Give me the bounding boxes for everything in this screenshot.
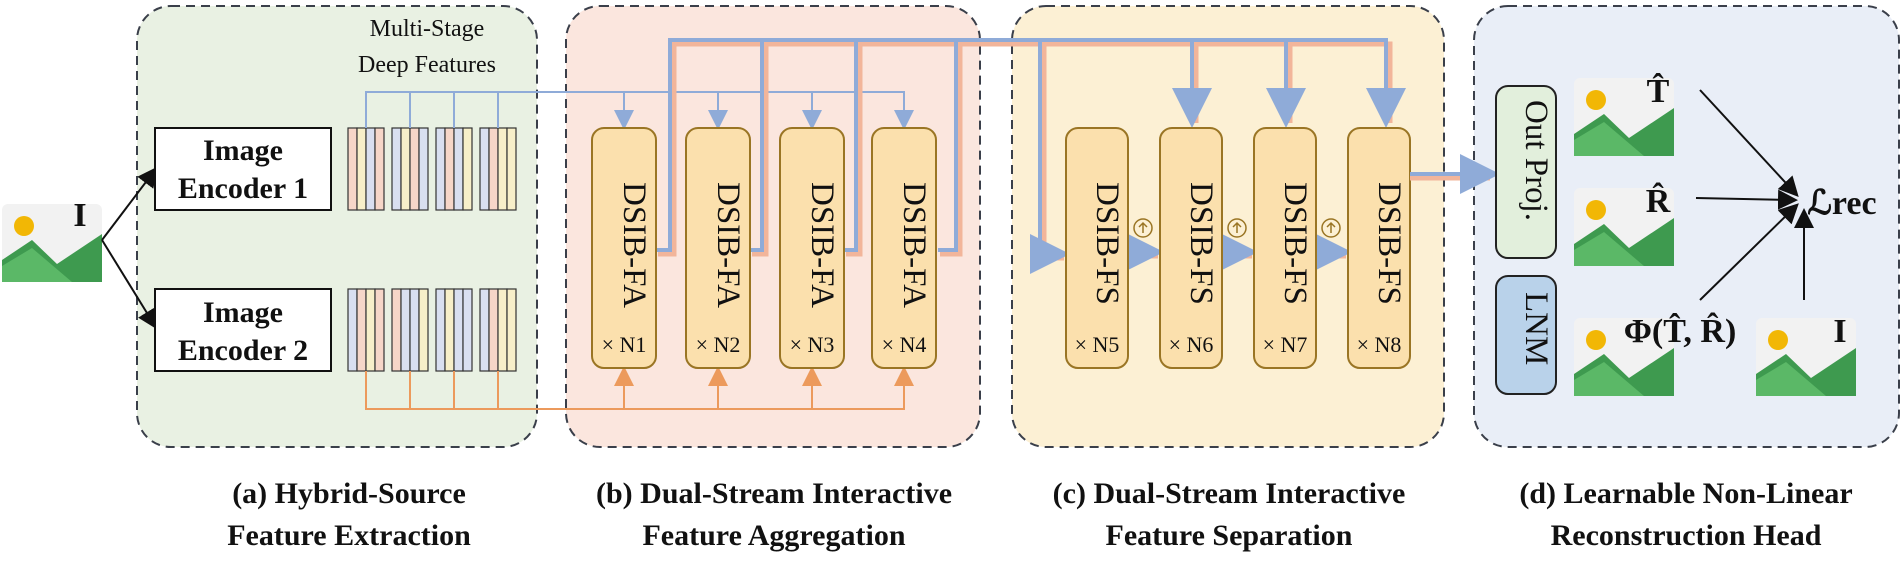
encoder-2-line2: Encoder 2	[178, 334, 308, 367]
svg-text:DSIB-FA: DSIB-FA	[616, 182, 652, 308]
svg-text:× N2: × N2	[696, 332, 741, 357]
svg-text:DSIB-FS: DSIB-FS	[1277, 182, 1313, 305]
multi-stage-note-line1: Multi-Stage	[370, 16, 485, 42]
multi-stage-note-line2: Deep Features	[358, 52, 496, 78]
encoder-1-line2: Encoder 1	[178, 172, 308, 205]
loss-label: ℒrec	[1807, 185, 1876, 222]
input-label: I	[73, 197, 86, 234]
svg-text:DSIB-FA: DSIB-FA	[896, 182, 932, 308]
out-proj-box	[1495, 85, 1557, 259]
dsib-fa-block: DSIB-FA × N4	[871, 127, 937, 369]
dsib-fa-block: DSIB-FA × N2	[685, 127, 751, 369]
lnm-label: LNM	[1518, 292, 1554, 365]
output-t-label: T̂	[1647, 72, 1670, 110]
encoder-2-line1: Image	[203, 296, 283, 329]
output-arrow	[1410, 154, 1500, 194]
feature-stacks-top	[347, 127, 517, 211]
caption-c-line1: (c) Dual-Stream Interactive	[1053, 477, 1406, 510]
feature-stacks-bottom	[347, 288, 517, 372]
caption-d-line1: (d) Learnable Non-Linear	[1519, 477, 1852, 510]
svg-text:DSIB-FA: DSIB-FA	[804, 182, 840, 308]
output-phi-label: Φ(T̂, R̂)	[1624, 312, 1737, 350]
svg-text:× N7: × N7	[1263, 332, 1308, 357]
caption-d-line2: Reconstruction Head	[1551, 519, 1822, 552]
encoder-1-box	[154, 127, 332, 211]
input-image-icon	[2, 204, 102, 282]
encoder-2-box	[154, 288, 332, 372]
dsib-fa-block: DSIB-FA × N1	[591, 127, 657, 369]
out-proj-label: Out Proj.	[1518, 100, 1554, 221]
loss-arrows	[1695, 89, 1814, 301]
dual-stream-connections	[656, 38, 1406, 274]
svg-text:× N6: × N6	[1169, 332, 1214, 357]
output-r-label: R̂	[1646, 182, 1671, 220]
output-input-label: I	[1833, 313, 1846, 350]
caption-b-line2: Feature Aggregation	[642, 519, 905, 552]
svg-text:× N5: × N5	[1075, 332, 1120, 357]
svg-text:DSIB-FS: DSIB-FS	[1183, 182, 1219, 305]
svg-text:× N8: × N8	[1357, 332, 1402, 357]
caption-a-line1: (a) Hybrid-Source	[232, 477, 466, 510]
caption-b-line1: (b) Dual-Stream Interactive	[596, 477, 952, 510]
dsib-fs-block: DSIB-FS × N8	[1347, 127, 1411, 369]
blue-feature-routing	[365, 91, 914, 130]
dsib-fs-block: DSIB-FS × N7	[1253, 127, 1317, 369]
svg-text:DSIB-FS: DSIB-FS	[1371, 182, 1407, 305]
upsample-icon	[1133, 218, 1341, 238]
dsib-fs-block: DSIB-FS × N6	[1159, 127, 1223, 369]
dsib-fa-block: DSIB-FA × N3	[779, 127, 845, 369]
svg-text:DSIB-FS: DSIB-FS	[1089, 182, 1125, 305]
svg-text:× N4: × N4	[882, 332, 927, 357]
svg-text:× N1: × N1	[602, 332, 647, 357]
svg-text:× N3: × N3	[790, 332, 835, 357]
caption-c-line2: Feature Separation	[1106, 519, 1353, 552]
orange-feature-routing	[365, 366, 914, 410]
dsib-fs-block: DSIB-FS × N5	[1065, 127, 1129, 369]
fs-chain-arrows	[1124, 232, 1352, 272]
encoder-1-line1: Image	[203, 134, 283, 167]
lnm-box	[1495, 275, 1557, 395]
caption-a-line2: Feature Extraction	[227, 519, 471, 552]
svg-text:DSIB-FA: DSIB-FA	[710, 182, 746, 308]
